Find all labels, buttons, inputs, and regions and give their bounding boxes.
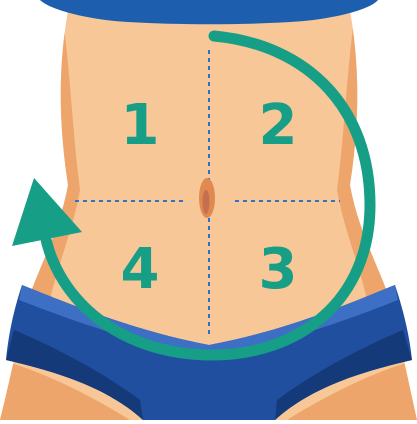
- quadrant-4-label: 4: [121, 237, 160, 302]
- quadrant-1-label: 1: [121, 93, 160, 158]
- navel-inner: [203, 190, 210, 214]
- quadrant-3-label: 3: [259, 237, 298, 302]
- left-arm-shadow: [0, 0, 36, 150]
- quadrant-2-label: 2: [259, 93, 298, 158]
